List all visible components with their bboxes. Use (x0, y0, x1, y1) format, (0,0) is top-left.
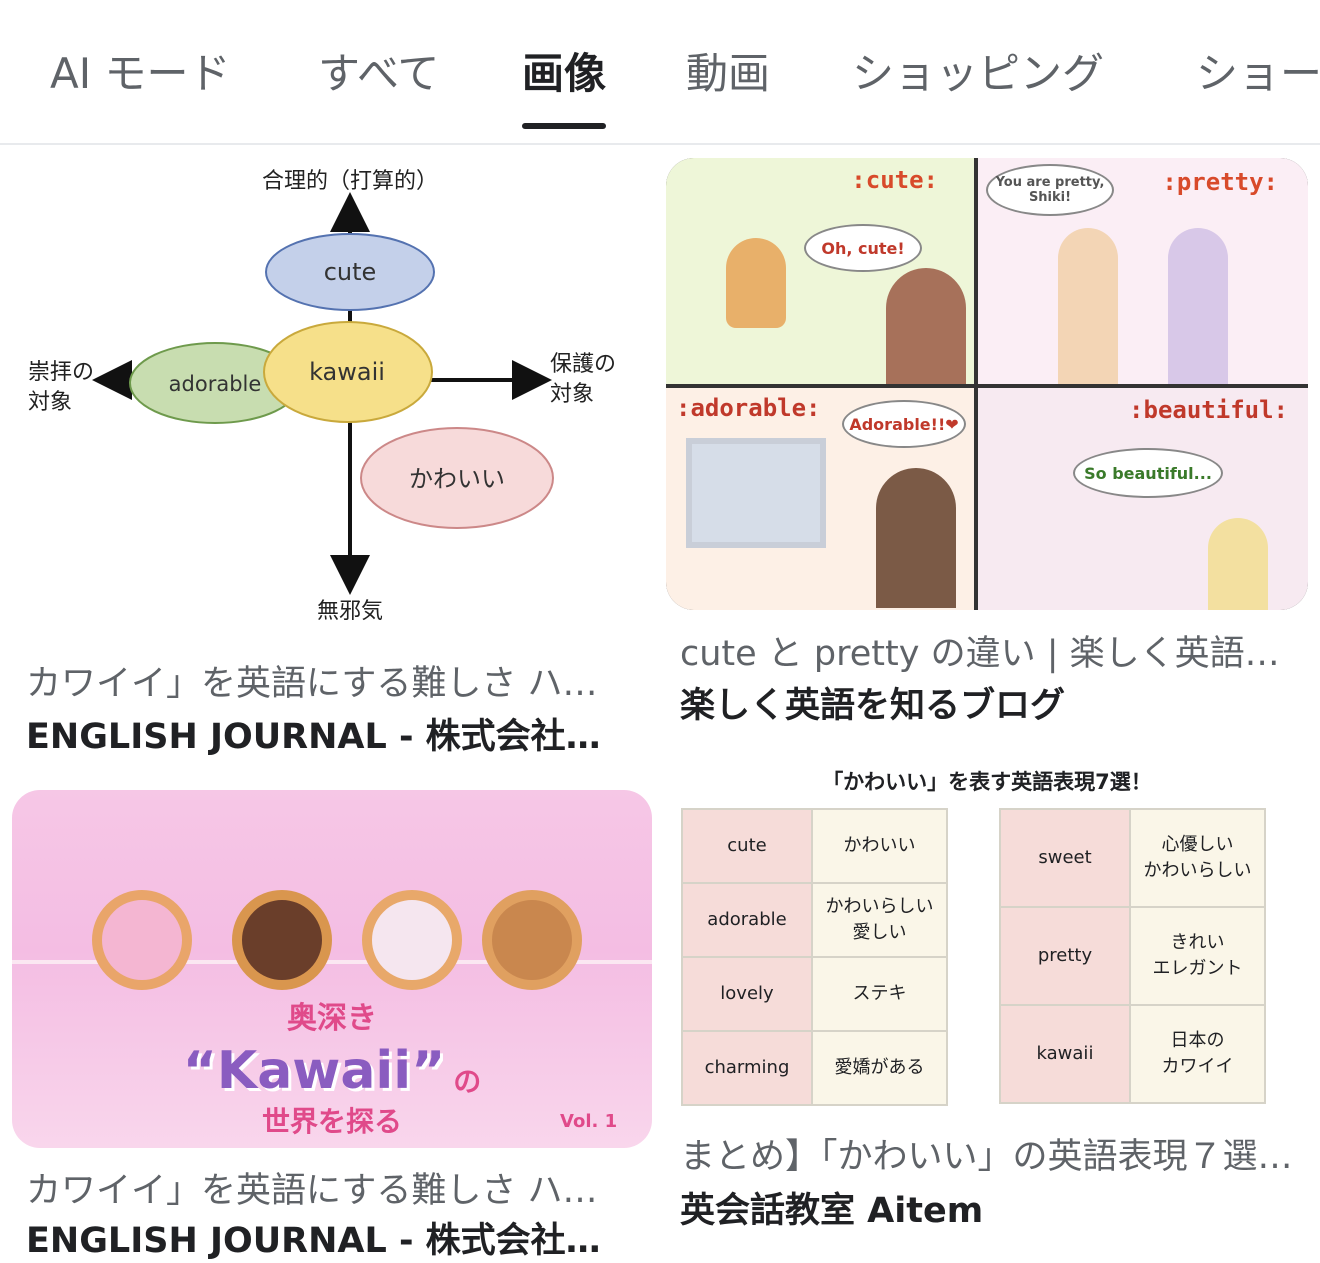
axis-right-label: 保護の 対象 (550, 352, 617, 407)
axis-top-label: 合理的（打算的） (262, 169, 438, 194)
english-word-cell: charming (681, 1030, 813, 1106)
result-title[interactable]: まとめ】「かわいい」の英語表現７選… (680, 1137, 1293, 1177)
english-word-cell: cute (681, 808, 813, 884)
speech-bubble: You are pretty, Shiki! (986, 164, 1114, 216)
result-title[interactable]: cute と pretty の違い | 楽しく英語… (680, 634, 1280, 674)
result-title[interactable]: カワイイ」を英語にする難しさ ハ… (26, 1171, 598, 1211)
result-title[interactable]: カワイイ」を英語にする難しさ ハ… (26, 664, 598, 704)
english-word-cell: adorable (681, 882, 813, 958)
english-word-cell: lovely (681, 956, 813, 1032)
english-word-cell: sweet (999, 808, 1131, 908)
japanese-meaning-cell: ステキ (811, 956, 948, 1032)
result-source: 英会話教室 Aitem (680, 1191, 984, 1231)
panel-label: :cute: (851, 166, 938, 194)
ellipse-kawaii-jp: かわいい (409, 465, 505, 493)
banner-word-row: “Kawaii” の (12, 1040, 652, 1102)
ellipse-kawaii: kawaii (309, 358, 385, 386)
result-source: ENGLISH JOURNAL - 株式会社… (26, 1221, 601, 1261)
tab-videos[interactable]: 動画 (686, 49, 771, 98)
tab-images[interactable]: 画像 (522, 40, 607, 129)
banner-vol: Vol. 1 (560, 1111, 618, 1132)
japanese-meaning-cell: かわいい (811, 808, 948, 884)
japanese-meaning-cell: 愛嬌がある (811, 1030, 948, 1106)
axis-bottom-label: 無邪気 (317, 599, 383, 624)
japanese-meaning-cell: 心優しい かわいらしい (1129, 808, 1266, 908)
tab-all[interactable]: すべて (318, 49, 440, 98)
tab-ai-mode[interactable]: AI モード (50, 49, 231, 98)
comic-panel-adorable: :adorable: Adorable!!❤ (666, 388, 974, 610)
axis-left-label: 崇拝の 対象 (28, 360, 95, 415)
result-source: ENGLISH JOURNAL - 株式会社… (26, 717, 601, 757)
search-tabs: AI モード すべて 画像 動画 ショッピング ショー (0, 0, 1320, 145)
table-heading: 「かわいい」を表す英語表現7選！ (822, 770, 1152, 794)
japanese-meaning-cell: かわいらしい 愛しい (811, 882, 948, 958)
ellipse-cute: cute (324, 258, 377, 286)
ellipse-adorable: adorable (169, 372, 262, 396)
tab-shorts[interactable]: ショー (1196, 49, 1320, 98)
speech-bubble: Adorable!!❤ (842, 400, 966, 448)
japanese-meaning-cell: きれい エレガント (1129, 906, 1266, 1006)
japanese-meaning-cell: 日本の カワイイ (1129, 1004, 1266, 1104)
english-word-cell: pretty (999, 906, 1131, 1006)
kawaii-donuts-image: 奥深き “Kawaii” の 世界を探る Vol. 1 (12, 790, 652, 1148)
panel-label: :adorable: (676, 394, 821, 422)
panel-label: :beautiful: (1129, 396, 1288, 424)
banner-line1: 奥深き (287, 1001, 377, 1036)
comic-panel-beautiful: :beautiful: So beautiful... (978, 388, 1308, 610)
banner-word: “Kawaii” (182, 1041, 446, 1101)
kawaii-diagram-image: cute kawaii adorable かわいい 合理的（打算的） 無邪気 (92, 169, 554, 624)
speech-bubble: So beautiful... (1073, 448, 1223, 498)
banner-line2: 世界を探る (261, 1105, 402, 1138)
comic-panel-cute: :cute: Oh, cute! (666, 158, 974, 384)
speech-bubble: Oh, cute! (804, 224, 922, 272)
cute-pretty-comic-image: :cute: Oh, cute! :pretty: You are pretty… (666, 158, 1308, 610)
tab-shopping[interactable]: ショッピング (852, 49, 1105, 98)
panel-label: :pretty: (1162, 168, 1278, 196)
banner-no: の (453, 1065, 482, 1098)
english-word-cell: kawaii (999, 1004, 1131, 1104)
comic-panel-pretty: :pretty: You are pretty, Shiki! (978, 158, 1308, 384)
result-source: 楽しく英語を知るブログ (680, 686, 1066, 726)
